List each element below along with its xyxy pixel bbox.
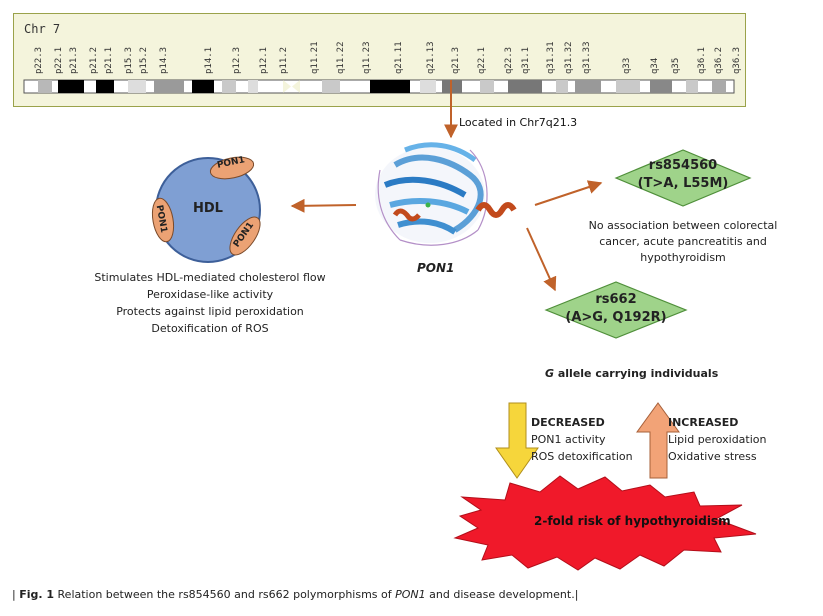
allele-rest: allele carrying individuals <box>554 367 719 380</box>
chromosome-ideogram <box>23 79 735 94</box>
chromosome-title: Chr 7 <box>24 22 61 36</box>
increased-item: Lipid peroxidation <box>668 433 767 446</box>
allele-note: G allele carrying individuals <box>545 367 718 380</box>
figure-caption: | Fig. 1 Relation between the rs854560 a… <box>12 588 578 601</box>
hdl-function-item: Detoxification of ROS <box>151 322 269 335</box>
hdl-label: HDL <box>193 201 223 216</box>
note-line: hypothyroidism <box>640 251 726 264</box>
arrow-to-rs854560 <box>534 180 603 206</box>
decreased-down-arrow <box>495 402 539 479</box>
hdl-functions-list: Stimulates HDL-mediated cholesterol flow… <box>60 269 360 337</box>
decreased-heading: DECREASED <box>531 416 605 429</box>
risk-label: 2-fold risk of hypothyroidism <box>534 514 731 528</box>
increased-item: Oxidative stress <box>668 450 757 463</box>
rs854560-change: (T>A, L55M) <box>637 176 729 191</box>
increased-up-arrow <box>636 402 680 479</box>
arrow-to-rs662 <box>526 227 557 292</box>
protein-label: PON1 <box>417 261 455 275</box>
caption-prefix: | <box>12 588 20 601</box>
rs662-label: rs662 (A>G, Q192R) <box>546 291 686 327</box>
arrow-to-hdl <box>290 198 357 213</box>
pon1-protein-structure <box>375 142 517 246</box>
decreased-block: DECREASED PON1 activity ROS detoxificati… <box>531 414 633 465</box>
hdl-function-item: Protects against lipid peroxidation <box>116 305 304 318</box>
increased-block: INCREASED Lipid peroxidation Oxidative s… <box>668 414 766 465</box>
decreased-item: PON1 activity <box>531 433 606 446</box>
hdl-particle <box>151 156 261 263</box>
location-text: Located in Chr7q21.3 <box>459 116 578 129</box>
rs662-diamond <box>544 281 688 339</box>
caption-gene: PON1 <box>395 588 426 601</box>
rs854560-diamond <box>614 149 752 207</box>
note-line: No association between colorectal <box>588 219 778 232</box>
caption-text-a: Relation between the rs854560 and rs662 … <box>54 588 396 601</box>
hdl-function-item: Peroxidase-like activity <box>146 288 274 301</box>
rs662-change: (A>G, Q192R) <box>565 310 667 325</box>
rs854560-note: No association between colorectal cancer… <box>568 218 798 266</box>
hdl-function-item: Stimulates HDL-mediated cholesterol flow <box>94 271 326 284</box>
caption-fig: Fig. 1 <box>19 588 55 601</box>
risk-starburst <box>453 475 757 571</box>
allele-letter: G <box>545 367 555 380</box>
rs854560-id: rs854560 <box>648 158 718 173</box>
rs854560-label: rs854560 (T>A, L55M) <box>616 157 750 193</box>
increased-heading: INCREASED <box>668 416 739 429</box>
rs662-id: rs662 <box>595 292 637 307</box>
note-line: cancer, acute pancreatitis and <box>599 235 767 248</box>
decreased-item: ROS detoxification <box>531 450 633 463</box>
caption-text-b: and disease development.| <box>425 588 579 601</box>
